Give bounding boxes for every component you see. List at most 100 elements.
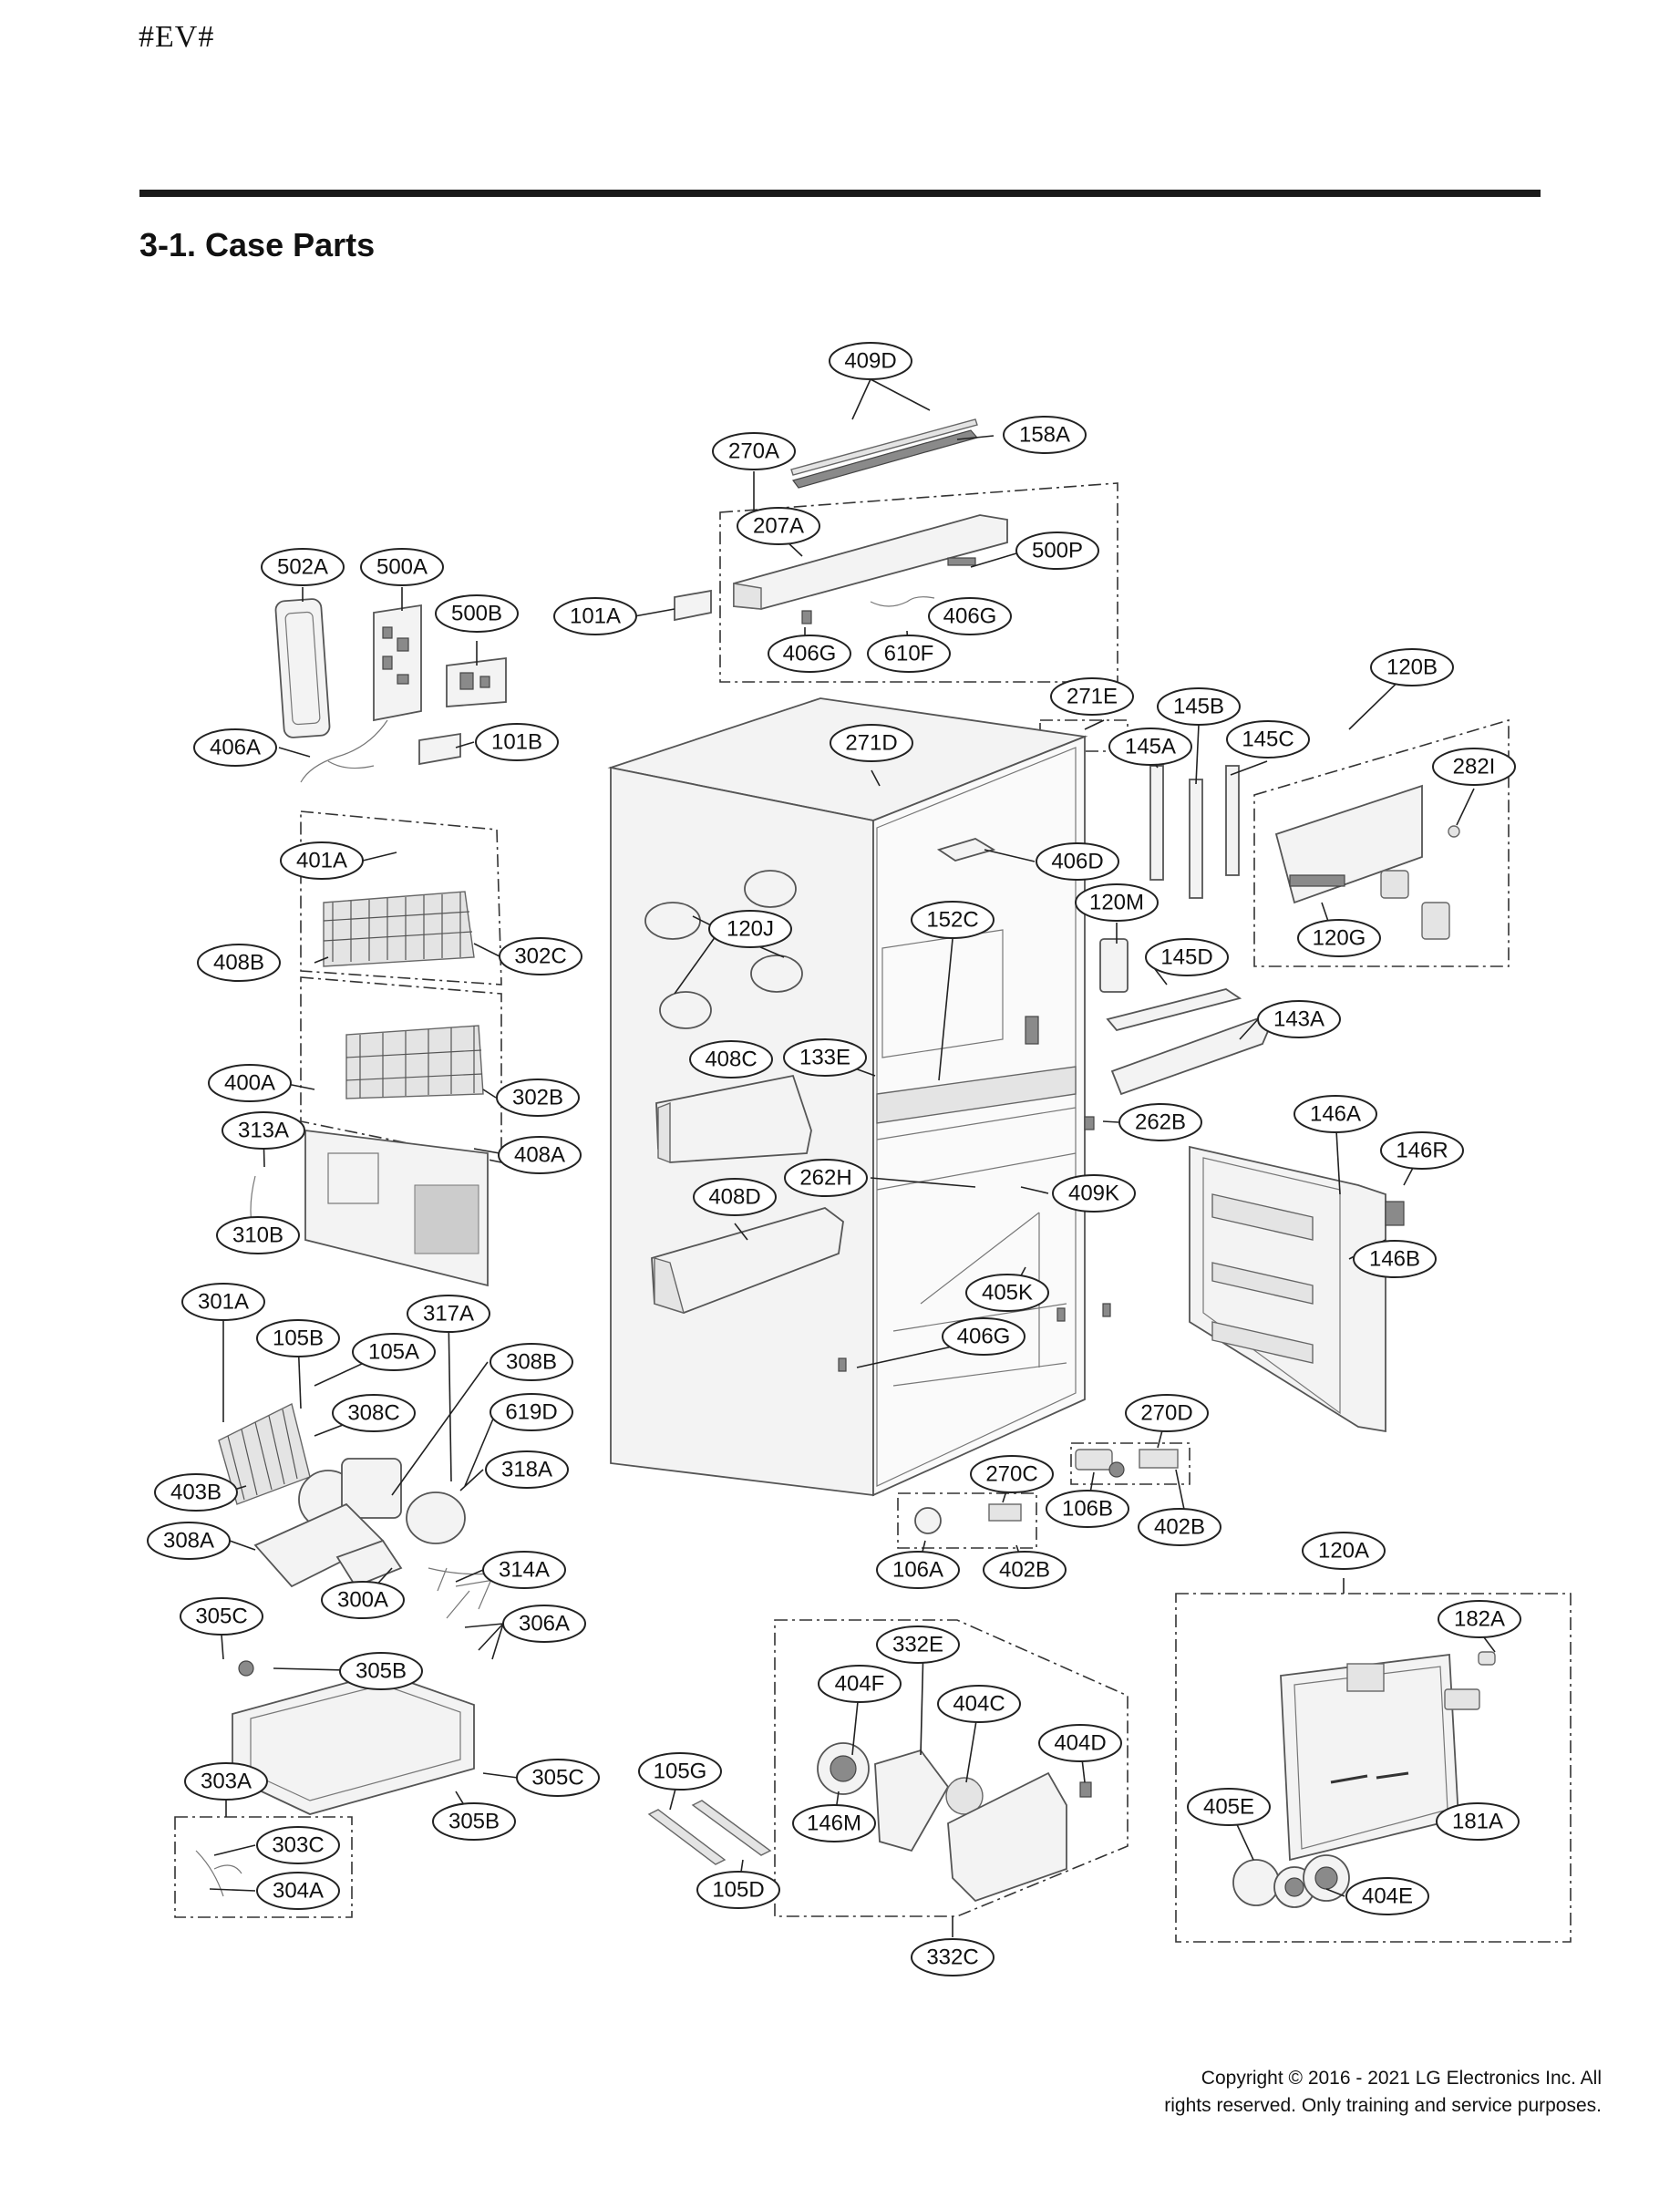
callout-500b: 500B <box>435 594 519 633</box>
svg-text:105D: 105D <box>712 1878 764 1903</box>
callout-408c: 408C <box>689 1040 773 1079</box>
svg-text:401A: 401A <box>296 849 347 873</box>
callout-106a: 106A <box>876 1551 960 1589</box>
callout-271e: 271E <box>1050 677 1134 716</box>
svg-text:300A: 300A <box>337 1588 388 1613</box>
svg-text:619D: 619D <box>505 1400 557 1425</box>
callout-146b: 146B <box>1353 1240 1437 1278</box>
callout-610f: 610F <box>867 635 951 673</box>
svg-text:105B: 105B <box>273 1326 324 1351</box>
svg-text:182A: 182A <box>1454 1607 1505 1632</box>
callout-500p: 500P <box>1015 532 1099 570</box>
callout-133e: 133E <box>783 1038 867 1077</box>
callout-406d: 406D <box>1036 842 1119 881</box>
group-box-120a <box>1175 1593 1572 1943</box>
callout-305c-bottom: 305C <box>516 1759 600 1797</box>
svg-text:406G: 406G <box>943 604 997 629</box>
callout-408b: 408B <box>197 944 281 982</box>
svg-text:402B: 402B <box>999 1558 1050 1583</box>
callout-120j: 120J <box>708 910 792 948</box>
callout-304a: 304A <box>256 1872 340 1910</box>
duct-panel <box>1149 765 1460 940</box>
svg-text:120G: 120G <box>1313 926 1366 951</box>
svg-text:181A: 181A <box>1452 1810 1503 1834</box>
callout-105d: 105D <box>696 1871 780 1909</box>
callout-402b-right: 402B <box>1138 1508 1221 1546</box>
svg-text:303A: 303A <box>201 1770 252 1794</box>
svg-text:207A: 207A <box>753 514 804 539</box>
callout-318a: 318A <box>485 1450 569 1489</box>
svg-text:406D: 406D <box>1051 850 1103 874</box>
callout-207a: 207A <box>737 507 820 545</box>
svg-text:262H: 262H <box>799 1166 851 1191</box>
svg-text:133E: 133E <box>799 1046 850 1070</box>
svg-text:332C: 332C <box>926 1945 978 1970</box>
callout-101a: 101A <box>553 597 637 635</box>
callout-182a: 182A <box>1438 1600 1521 1638</box>
callout-181a: 181A <box>1436 1802 1520 1841</box>
svg-text:310B: 310B <box>232 1223 283 1248</box>
callout-409k: 409K <box>1052 1174 1136 1213</box>
svg-text:308A: 308A <box>163 1529 214 1553</box>
callout-406g-top: 406G <box>928 597 1012 635</box>
callout-409d: 409D <box>829 342 912 380</box>
svg-text:301A: 301A <box>198 1290 249 1315</box>
section-heading: 3-1. Case Parts <box>139 226 376 263</box>
svg-text:101B: 101B <box>491 730 542 755</box>
svg-text:270D: 270D <box>1140 1401 1192 1426</box>
callout-305b-top: 305B <box>339 1652 423 1690</box>
svg-text:409K: 409K <box>1068 1182 1119 1206</box>
callout-502a: 502A <box>261 548 345 586</box>
svg-text:408D: 408D <box>708 1185 760 1210</box>
svg-text:308B: 308B <box>506 1350 557 1375</box>
callout-303a: 303A <box>184 1762 268 1801</box>
group-box-evap-upper <box>300 810 502 986</box>
svg-text:408C: 408C <box>705 1048 757 1072</box>
freezer-door <box>1232 1651 1496 1908</box>
svg-text:145D: 145D <box>1160 945 1212 970</box>
callout-404f: 404F <box>818 1665 902 1703</box>
svg-text:402B: 402B <box>1154 1515 1205 1540</box>
callout-146r: 146R <box>1380 1131 1464 1170</box>
svg-text:406G: 406G <box>957 1325 1011 1349</box>
machine-compartment <box>218 1402 511 1588</box>
callout-120a: 120A <box>1302 1532 1386 1570</box>
callout-145b: 145B <box>1157 687 1241 726</box>
callout-302b: 302B <box>496 1079 580 1117</box>
group-box-270c <box>897 1492 1037 1549</box>
svg-text:105A: 105A <box>368 1340 419 1365</box>
svg-text:314A: 314A <box>499 1558 550 1583</box>
svg-text:120M: 120M <box>1089 891 1144 915</box>
callout-406g-mid: 406G <box>942 1317 1026 1356</box>
callout-408a: 408A <box>498 1136 582 1174</box>
bins-and-drawers <box>644 870 1278 1315</box>
small-parts <box>838 838 1179 1534</box>
group-box-332c <box>774 1619 1129 1917</box>
callout-270d: 270D <box>1125 1394 1209 1432</box>
callout-401a: 401A <box>280 841 364 880</box>
callout-406a: 406A <box>193 728 277 767</box>
svg-text:500P: 500P <box>1032 539 1083 563</box>
callout-305b-bottom: 305B <box>432 1802 516 1841</box>
callout-308b: 308B <box>490 1343 573 1381</box>
callout-120g: 120G <box>1297 919 1381 957</box>
svg-text:332E: 332E <box>892 1633 943 1657</box>
callout-404e: 404E <box>1345 1877 1429 1915</box>
svg-text:403B: 403B <box>170 1481 222 1505</box>
svg-text:143A: 143A <box>1273 1007 1324 1032</box>
callout-146a: 146A <box>1293 1095 1377 1133</box>
svg-text:305C: 305C <box>531 1766 583 1791</box>
callout-314a: 314A <box>482 1551 566 1589</box>
svg-text:317A: 317A <box>423 1302 474 1326</box>
svg-text:306A: 306A <box>519 1612 570 1636</box>
callout-404d: 404D <box>1038 1724 1122 1762</box>
svg-text:404D: 404D <box>1054 1731 1106 1756</box>
callout-262h: 262H <box>784 1159 868 1197</box>
callout-152c: 152C <box>911 901 995 939</box>
copyright-notice: Copyright © 2016 - 2021 LG Electronics I… <box>1164 2065 1602 2120</box>
svg-text:146A: 146A <box>1310 1102 1361 1127</box>
callout-313a: 313A <box>222 1111 305 1150</box>
copyright-line-2: rights reserved. Only training and servi… <box>1164 2095 1602 2116</box>
callout-402b-left: 402B <box>983 1551 1067 1589</box>
svg-text:120A: 120A <box>1318 1539 1369 1564</box>
